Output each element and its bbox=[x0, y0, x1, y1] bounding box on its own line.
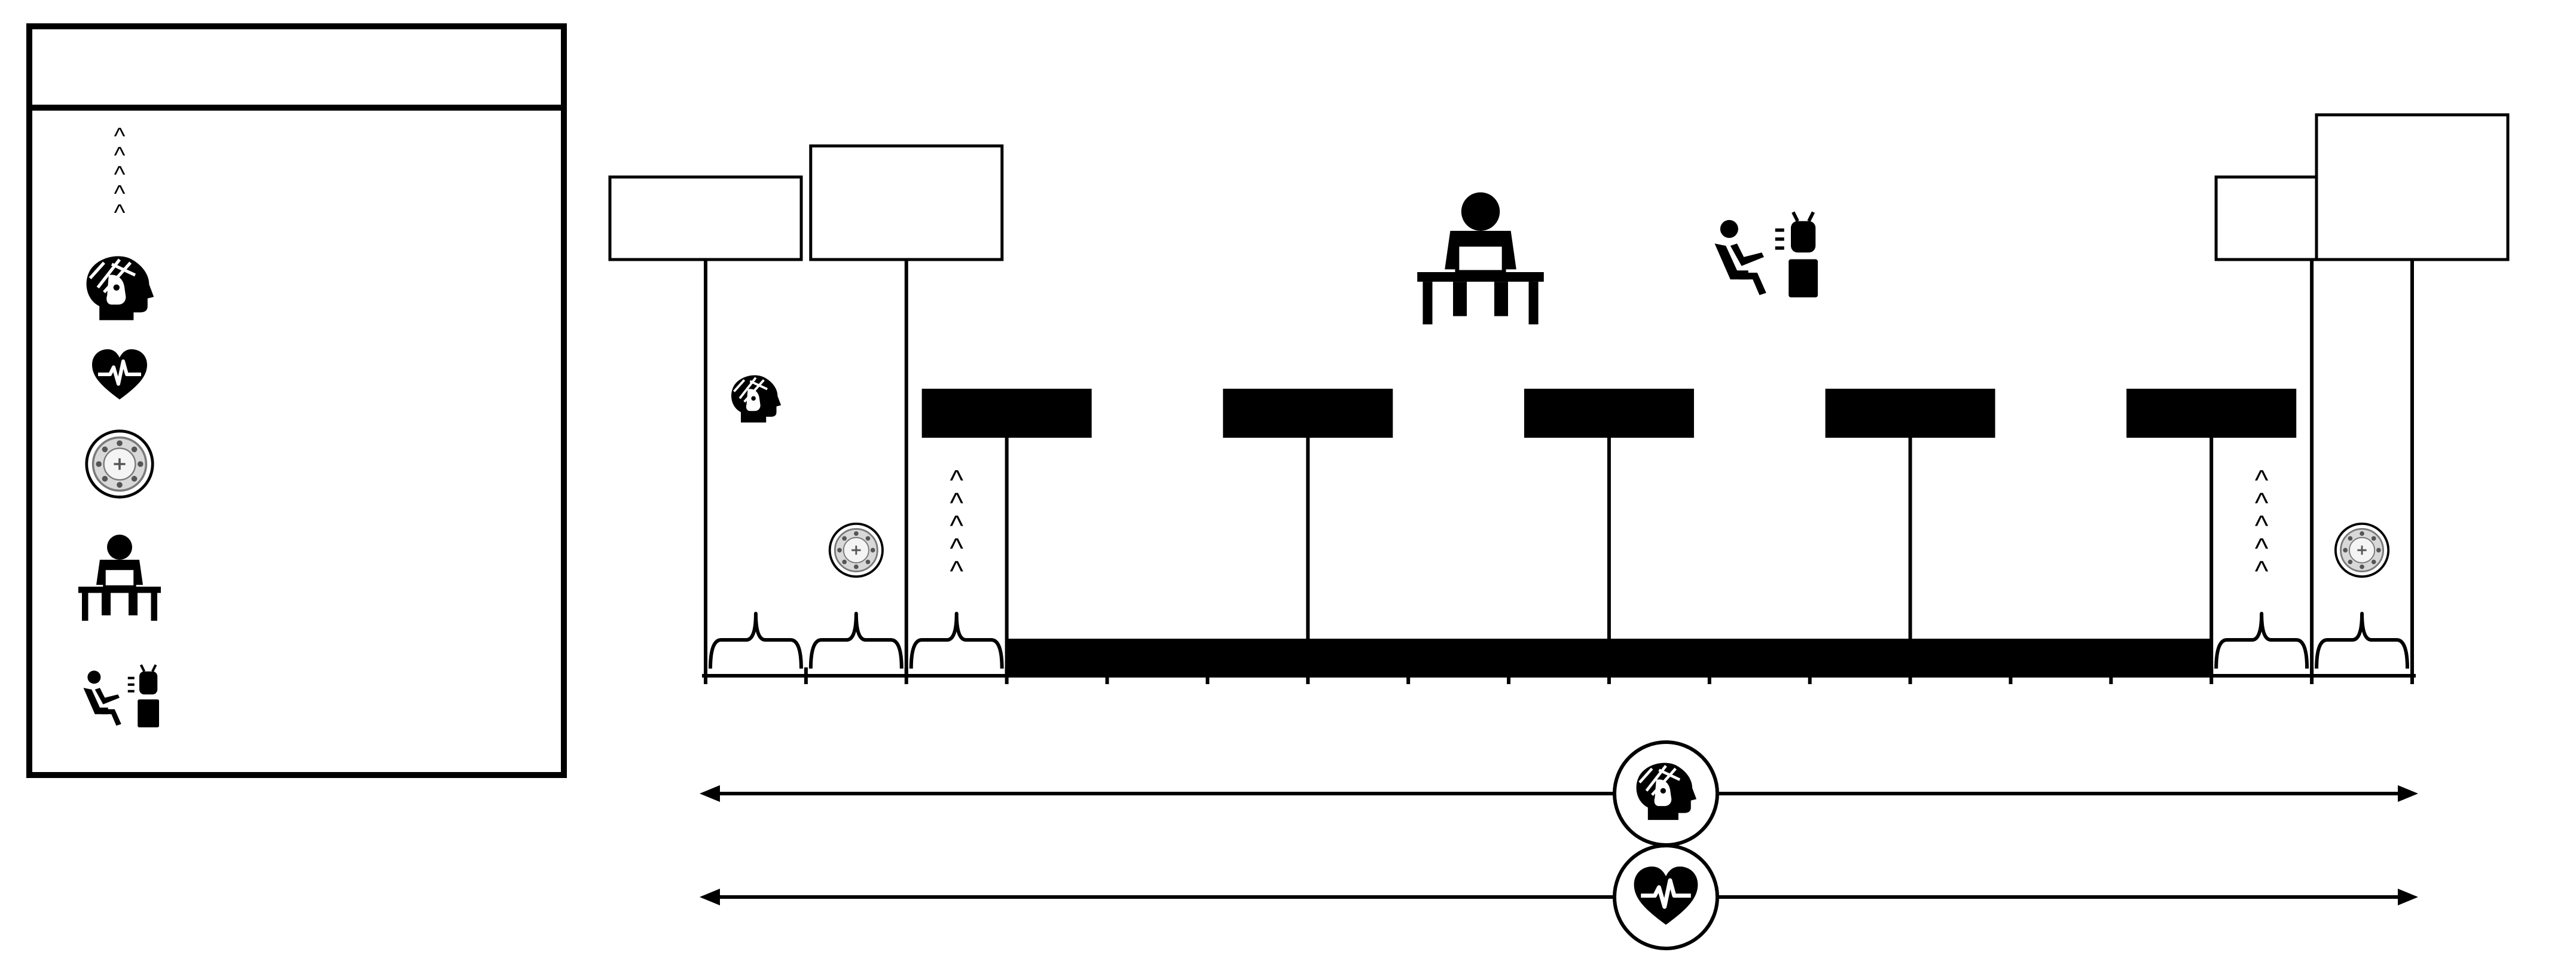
flanker-caret: ^ bbox=[114, 161, 126, 188]
flanker-caret: ^ bbox=[114, 200, 126, 226]
assessment-box-frame bbox=[608, 175, 803, 261]
legend-frame bbox=[26, 23, 567, 778]
flanker-caret: ^ bbox=[950, 511, 963, 542]
timeline: ^^^^^^^^^^ bbox=[608, 113, 2510, 950]
flanker-caret: ^ bbox=[950, 533, 963, 565]
flanker-icon: ^^^^^ bbox=[950, 465, 963, 588]
assessment-label-bg bbox=[1524, 389, 1694, 438]
segment-bracket bbox=[909, 612, 1004, 669]
assessment-box bbox=[2315, 113, 2510, 676]
assessment-box-frame bbox=[809, 144, 1004, 261]
assessment-label-bg bbox=[921, 389, 1092, 438]
flanker-caret: ^ bbox=[114, 181, 126, 207]
stroop-icon bbox=[1417, 193, 1544, 325]
assessment-box bbox=[809, 144, 1004, 676]
assessment-label bbox=[1825, 389, 1995, 676]
recording-span bbox=[700, 844, 2418, 950]
assessment-label bbox=[1223, 389, 1393, 676]
arrowhead-left bbox=[700, 785, 720, 802]
segment-bracket bbox=[808, 612, 904, 669]
visuomotor-icon bbox=[828, 522, 884, 578]
flanker-caret: ^ bbox=[2255, 488, 2269, 520]
flanker-caret: ^ bbox=[950, 488, 963, 520]
assessment-box-frame bbox=[2315, 113, 2510, 261]
assessment-label-bg bbox=[2126, 389, 2297, 438]
segment-bracket bbox=[709, 612, 803, 669]
visuomotor-icon bbox=[2334, 522, 2390, 578]
flanker-caret: ^ bbox=[2255, 511, 2269, 542]
assessment-label bbox=[2126, 389, 2297, 676]
documentary-icon bbox=[1715, 212, 1818, 298]
segment-bracket bbox=[2214, 612, 2309, 669]
flanker-caret: ^ bbox=[2255, 556, 2269, 588]
assessment-label bbox=[921, 389, 1092, 676]
flanker-caret: ^ bbox=[2255, 465, 2269, 497]
assessment-label bbox=[1524, 389, 1694, 676]
flanker-caret: ^ bbox=[2255, 533, 2269, 565]
recording-span bbox=[700, 740, 2418, 847]
arrowhead-right bbox=[2398, 889, 2418, 905]
assessment-box bbox=[608, 175, 803, 676]
flanker-caret: ^ bbox=[114, 142, 126, 169]
visuomotor-icon bbox=[87, 431, 152, 497]
flanker-caret: ^ bbox=[114, 123, 126, 150]
segment-bracket bbox=[2315, 612, 2409, 669]
legend-item bbox=[87, 431, 152, 497]
arrowhead-right bbox=[2398, 785, 2418, 802]
flanker-caret: ^ bbox=[950, 556, 963, 588]
flanker-icon: ^^^^^ bbox=[114, 123, 126, 226]
legend-box: ^^^^^ bbox=[26, 23, 567, 778]
assessment-label-bg bbox=[1825, 389, 1995, 438]
flanker-icon: ^^^^^ bbox=[2255, 465, 2269, 588]
arrowhead-left bbox=[700, 889, 720, 905]
assessment-label-bg bbox=[1223, 389, 1393, 438]
flanker-caret: ^ bbox=[950, 465, 963, 497]
eeg-icon bbox=[730, 374, 783, 424]
legend-item: ^^^^^ bbox=[114, 123, 126, 226]
